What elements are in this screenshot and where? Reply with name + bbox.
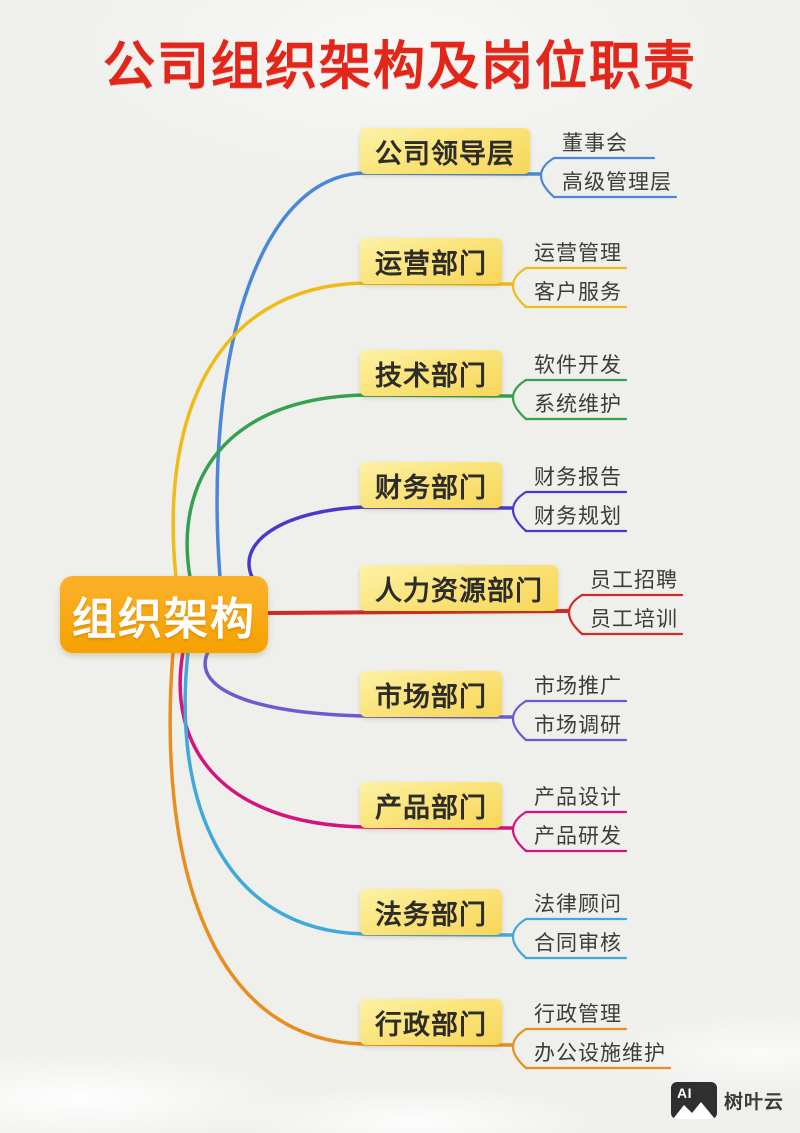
page-title: 公司组织架构及岗位职责: [102, 39, 697, 96]
branch-node-label: 产品部门: [375, 792, 487, 823]
branch-node-label: 法务部门: [375, 899, 487, 930]
branch-node-label: 行政部门: [375, 1009, 487, 1040]
branch-node: 行政部门: [360, 999, 502, 1045]
branch-node: 运营部门: [360, 238, 502, 284]
branch-node: 技术部门: [360, 350, 502, 396]
branch-node-label: 运营部门: [375, 248, 487, 279]
branch-node-label: 技术部门: [375, 360, 487, 391]
child-node: 行政管理: [534, 1003, 622, 1026]
child-node: 财务报告: [534, 466, 622, 489]
watermark: AI 树叶云: [670, 1082, 784, 1119]
child-node: 系统维护: [534, 393, 622, 416]
branch-node-label: 公司领导层: [375, 138, 515, 169]
child-node: 运营管理: [534, 242, 622, 265]
branch-node-label: 财务部门: [375, 472, 487, 503]
child-node: 员工招聘: [590, 569, 678, 592]
branch-node-label: 市场部门: [375, 681, 487, 712]
ai-image-icon: AI: [670, 1082, 717, 1119]
branch-node: 财务部门: [360, 462, 502, 508]
branch-node: 市场部门: [360, 671, 502, 717]
child-node: 高级管理层: [562, 171, 672, 194]
branch-node: 产品部门: [360, 782, 502, 828]
branch-node: 法务部门: [360, 889, 502, 935]
root-node: 组织架构: [60, 576, 268, 653]
ai-icon-label: AI: [676, 1085, 692, 1101]
child-node: 财务规划: [534, 505, 622, 528]
child-node: 软件开发: [534, 354, 622, 377]
mountain-icon: [672, 1102, 715, 1119]
root-node-label: 组织架构: [72, 594, 256, 644]
branch-node: 人力资源部门: [360, 565, 558, 611]
branch-node-label: 人力资源部门: [375, 575, 543, 606]
watermark-text: 树叶云: [723, 1092, 784, 1113]
child-node: 市场调研: [534, 714, 622, 737]
child-node: 办公设施维护: [534, 1042, 666, 1065]
child-node: 员工培训: [590, 608, 678, 631]
child-node: 董事会: [562, 132, 628, 155]
child-node: 法律顾问: [534, 893, 622, 916]
child-node: 客户服务: [534, 281, 622, 304]
child-node: 市场推广: [534, 675, 622, 698]
child-node: 合同审核: [534, 932, 622, 955]
child-node: 产品研发: [534, 825, 622, 848]
branch-node: 公司领导层: [360, 128, 530, 174]
child-node: 产品设计: [534, 786, 622, 809]
